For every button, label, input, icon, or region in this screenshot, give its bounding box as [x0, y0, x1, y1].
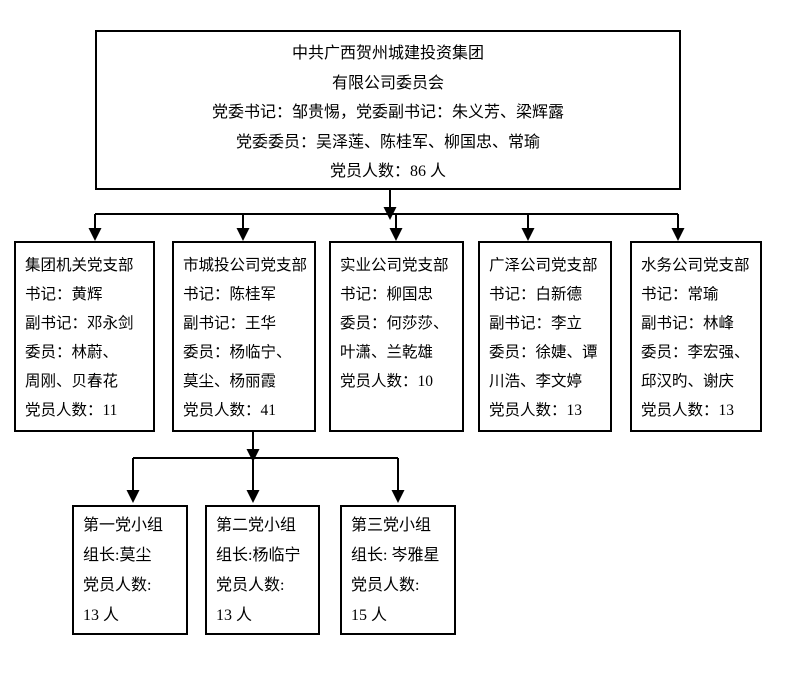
branch-deputy-secretary: 副书记：邓永剑 — [25, 315, 134, 332]
group-member-count-value: 13 人 — [216, 607, 253, 624]
branch-members-line2: 叶潇、兰乾雄 — [340, 344, 434, 361]
branch-member-count: 党员人数：13 — [641, 402, 735, 419]
group-box-second: 第二党小组 组长:杨临宁 党员人数: 13 人 — [205, 505, 320, 635]
group-title: 第一党小组 — [83, 517, 164, 534]
branch-members-line1: 委员：杨临宁、 — [183, 344, 292, 361]
branch-secretary: 书记：陈桂军 — [183, 286, 277, 303]
branch-box-industrial: 实业公司党支部 书记：柳国忠 委员：何莎莎、 叶潇、兰乾雄 党员人数：10 — [329, 241, 464, 432]
branch-members-line1: 委员：何莎莎、 — [340, 315, 449, 332]
group-drop-arrows — [126, 458, 405, 503]
branch-box-water: 水务公司党支部 书记：常瑜 副书记：林峰 委员：李宏强、 邱汉旳、谢庆 党员人数… — [630, 241, 762, 432]
branch-member-count: 党员人数：41 — [183, 402, 277, 419]
branch-title: 市城投公司党支部 — [183, 257, 308, 274]
group-leader: 组长:莫尘 — [83, 547, 152, 564]
branch-secretary: 书记：黄辉 — [25, 286, 103, 303]
branch-drop-arrows — [88, 214, 685, 241]
group-box-first: 第一党小组 组长:莫尘 党员人数: 13 人 — [72, 505, 188, 635]
group-member-count-label: 党员人数: — [83, 577, 152, 594]
branch-title: 集团机关党支部 — [25, 257, 134, 274]
group-leader: 组长: 岑雅星 — [351, 547, 440, 564]
branch-box-group-hq: 集团机关党支部 书记：黄辉 副书记：邓永剑 委员：林蔚、 周刚、贝春花 党员人数… — [14, 241, 155, 432]
branch-members-line2: 邱汉旳、谢庆 — [641, 373, 735, 390]
root-org-name-line2: 有限公司委员会 — [331, 74, 444, 92]
branch-secretary: 书记：柳国忠 — [340, 286, 434, 303]
group-member-count-value: 13 人 — [83, 607, 120, 624]
branch-members-line2: 川浩、李文婷 — [489, 373, 583, 390]
root-connector — [95, 190, 678, 220]
branch-members-line2: 周刚、贝春花 — [25, 373, 119, 390]
branch-members-line2: 莫尘、杨丽霞 — [183, 373, 277, 390]
branch-deputy-secretary: 副书记：林峰 — [641, 315, 735, 332]
branch-member-count: 党员人数：11 — [25, 402, 118, 419]
branch-members-line1: 委员：李宏强、 — [641, 344, 750, 361]
branch-deputy-secretary: 副书记：王华 — [183, 315, 277, 332]
branch-members-line1: 委员：徐婕、谭 — [489, 344, 598, 361]
group-title: 第二党小组 — [216, 517, 297, 534]
city-branch-connector — [133, 432, 398, 462]
root-secretaries-line: 党委书记：邹贵惕，党委副书记：朱义芳、梁辉露 — [211, 104, 564, 121]
branch-deputy-secretary: 副书记：李立 — [489, 315, 583, 332]
root-org-name-line1: 中共广西贺州城建投资集团 — [291, 45, 484, 62]
branch-title: 水务公司党支部 — [641, 257, 750, 274]
branch-box-city-investment: 市城投公司党支部 书记：陈桂军 副书记：王华 委员：杨临宁、 莫尘、杨丽霞 党员… — [172, 241, 316, 432]
root-members-line: 党委委员：吴泽莲、陈桂军、柳国忠、常瑜 — [235, 133, 540, 151]
group-leader: 组长:杨临宁 — [216, 547, 301, 564]
group-box-third: 第三党小组 组长: 岑雅星 党员人数: 15 人 — [340, 505, 456, 635]
branch-member-count: 党员人数：10 — [340, 373, 434, 390]
root-committee-box: 中共广西贺州城建投资集团 有限公司委员会 党委书记：邹贵惕，党委副书记：朱义芳、… — [95, 30, 681, 190]
branch-member-count: 党员人数：13 — [489, 402, 583, 419]
branch-secretary: 书记：白新德 — [489, 286, 583, 303]
group-member-count-value: 15 人 — [351, 607, 388, 624]
root-member-count-line: 党员人数：86 人 — [329, 163, 446, 180]
branch-members-line1: 委员：林蔚、 — [25, 344, 119, 361]
branch-title: 实业公司党支部 — [340, 257, 449, 274]
group-member-count-label: 党员人数: — [351, 577, 420, 594]
branch-box-guangze: 广泽公司党支部 书记：白新德 副书记：李立 委员：徐婕、谭 川浩、李文婷 党员人… — [478, 241, 612, 432]
branch-title: 广泽公司党支部 — [489, 257, 598, 274]
branch-secretary: 书记：常瑜 — [641, 286, 719, 303]
group-member-count-label: 党员人数: — [216, 577, 285, 594]
group-title: 第三党小组 — [351, 517, 432, 534]
